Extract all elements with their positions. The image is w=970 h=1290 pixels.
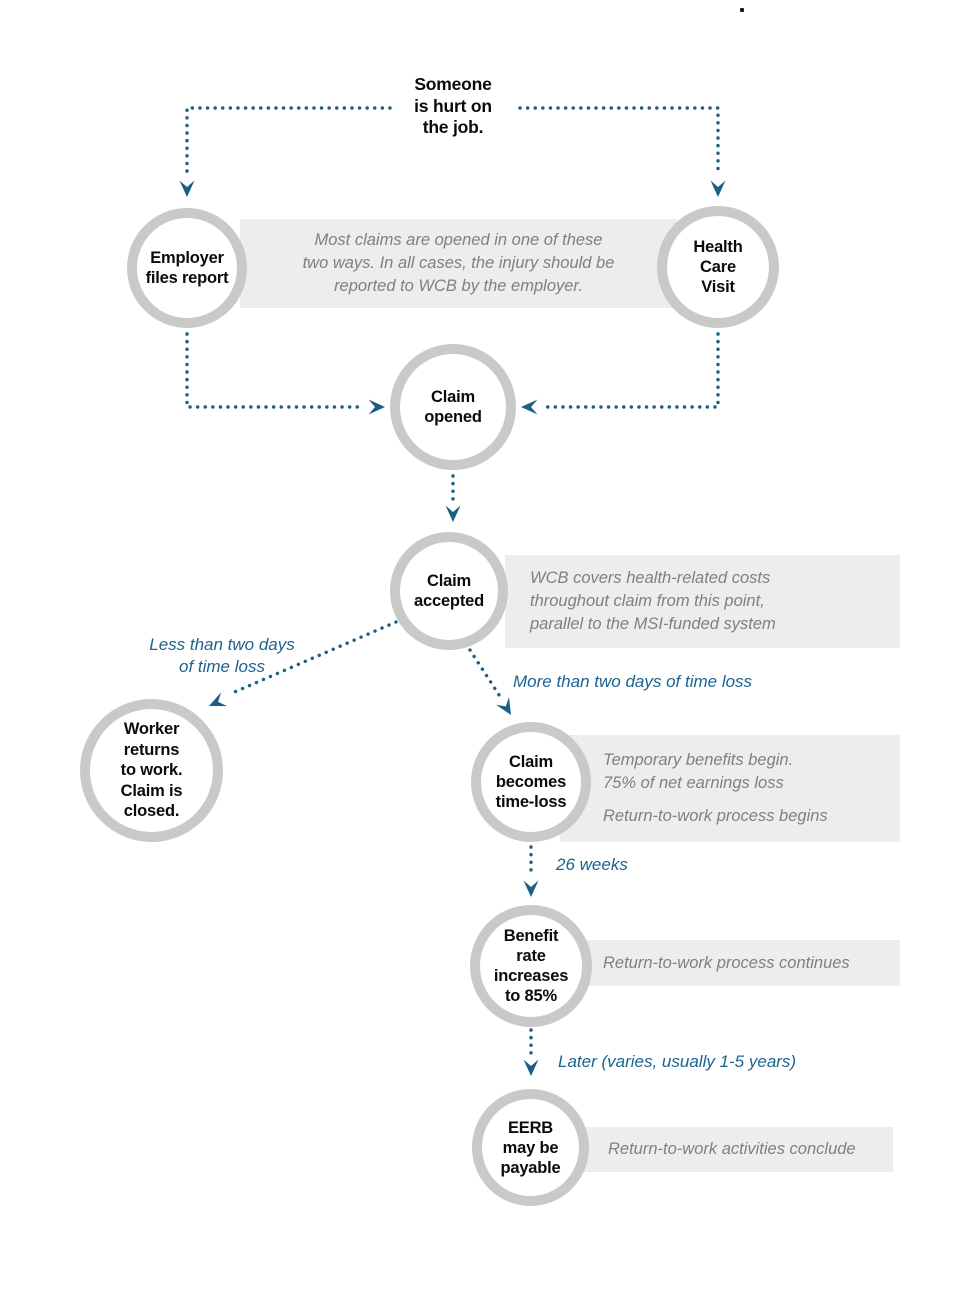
node-employer-files-report: Employer files report <box>127 208 247 328</box>
edge-employer-to-claim-opened <box>185 332 385 415</box>
stray-dot: . <box>740 8 744 12</box>
note-rtw-continues-text: Return-to-work process continues <box>603 953 850 972</box>
note-wcb-covers-costs-text: WCB covers health-related costs througho… <box>530 569 776 633</box>
start-label: Someone is hurt on the job. <box>414 74 492 137</box>
node-claim-opened: Claim opened <box>390 344 516 470</box>
note-claims-opened: Most claims are opened in one of these t… <box>240 219 677 308</box>
note-temporary-benefits: Temporary benefits begin. 75% of net ear… <box>560 735 900 842</box>
node-claim-accepted: Claim accepted <box>390 532 508 650</box>
edge-start-to-health-care <box>518 106 726 197</box>
note-rtw-concludes: Return-to-work activities conclude <box>560 1127 893 1172</box>
node-health-care-visit: Health Care Visit <box>657 206 779 328</box>
edge-benefit-rate-to-eerb <box>523 1028 539 1076</box>
edge-claim-opened-to-claim-accepted <box>445 474 461 522</box>
note-rtw-begins-text: Return-to-work process begins <box>603 807 828 825</box>
edge-time-loss-to-benefit-rate <box>523 845 539 897</box>
edge-label-later-varies: Later (varies, usually 1-5 years) <box>558 1052 797 1071</box>
edge-claim-accepted-to-worker-returns <box>209 620 398 707</box>
note-rtw-concludes-text: Return-to-work activities conclude <box>608 1140 856 1158</box>
note-claims-opened-text: Most claims are opened in one of these t… <box>302 231 615 295</box>
node-claim-becomes-time-loss: Claim becomes time-loss <box>471 722 591 842</box>
note-temporary-benefits-text: Temporary benefits begin. 75% of net ear… <box>603 751 794 792</box>
edge-label-less-than-two-days: Less than two days of time loss <box>149 635 295 676</box>
node-worker-returns-claim-closed: Worker returns to work. Claim is closed. <box>80 699 223 842</box>
note-rtw-continues: Return-to-work process continues <box>560 940 900 986</box>
edge-health-care-to-claim-opened <box>521 332 720 415</box>
edge-start-to-employer <box>179 106 392 197</box>
node-benefit-rate-increases: Benefit rate increases to 85% <box>470 905 592 1027</box>
edge-label-more-than-two-days: More than two days of time loss <box>513 672 753 691</box>
node-eerb-may-be-payable: EERB may be payable <box>472 1089 589 1206</box>
note-wcb-covers-costs: WCB covers health-related costs througho… <box>505 555 900 648</box>
edge-label-26-weeks: 26 weeks <box>556 855 628 874</box>
edge-claim-accepted-to-time-loss <box>468 648 511 715</box>
